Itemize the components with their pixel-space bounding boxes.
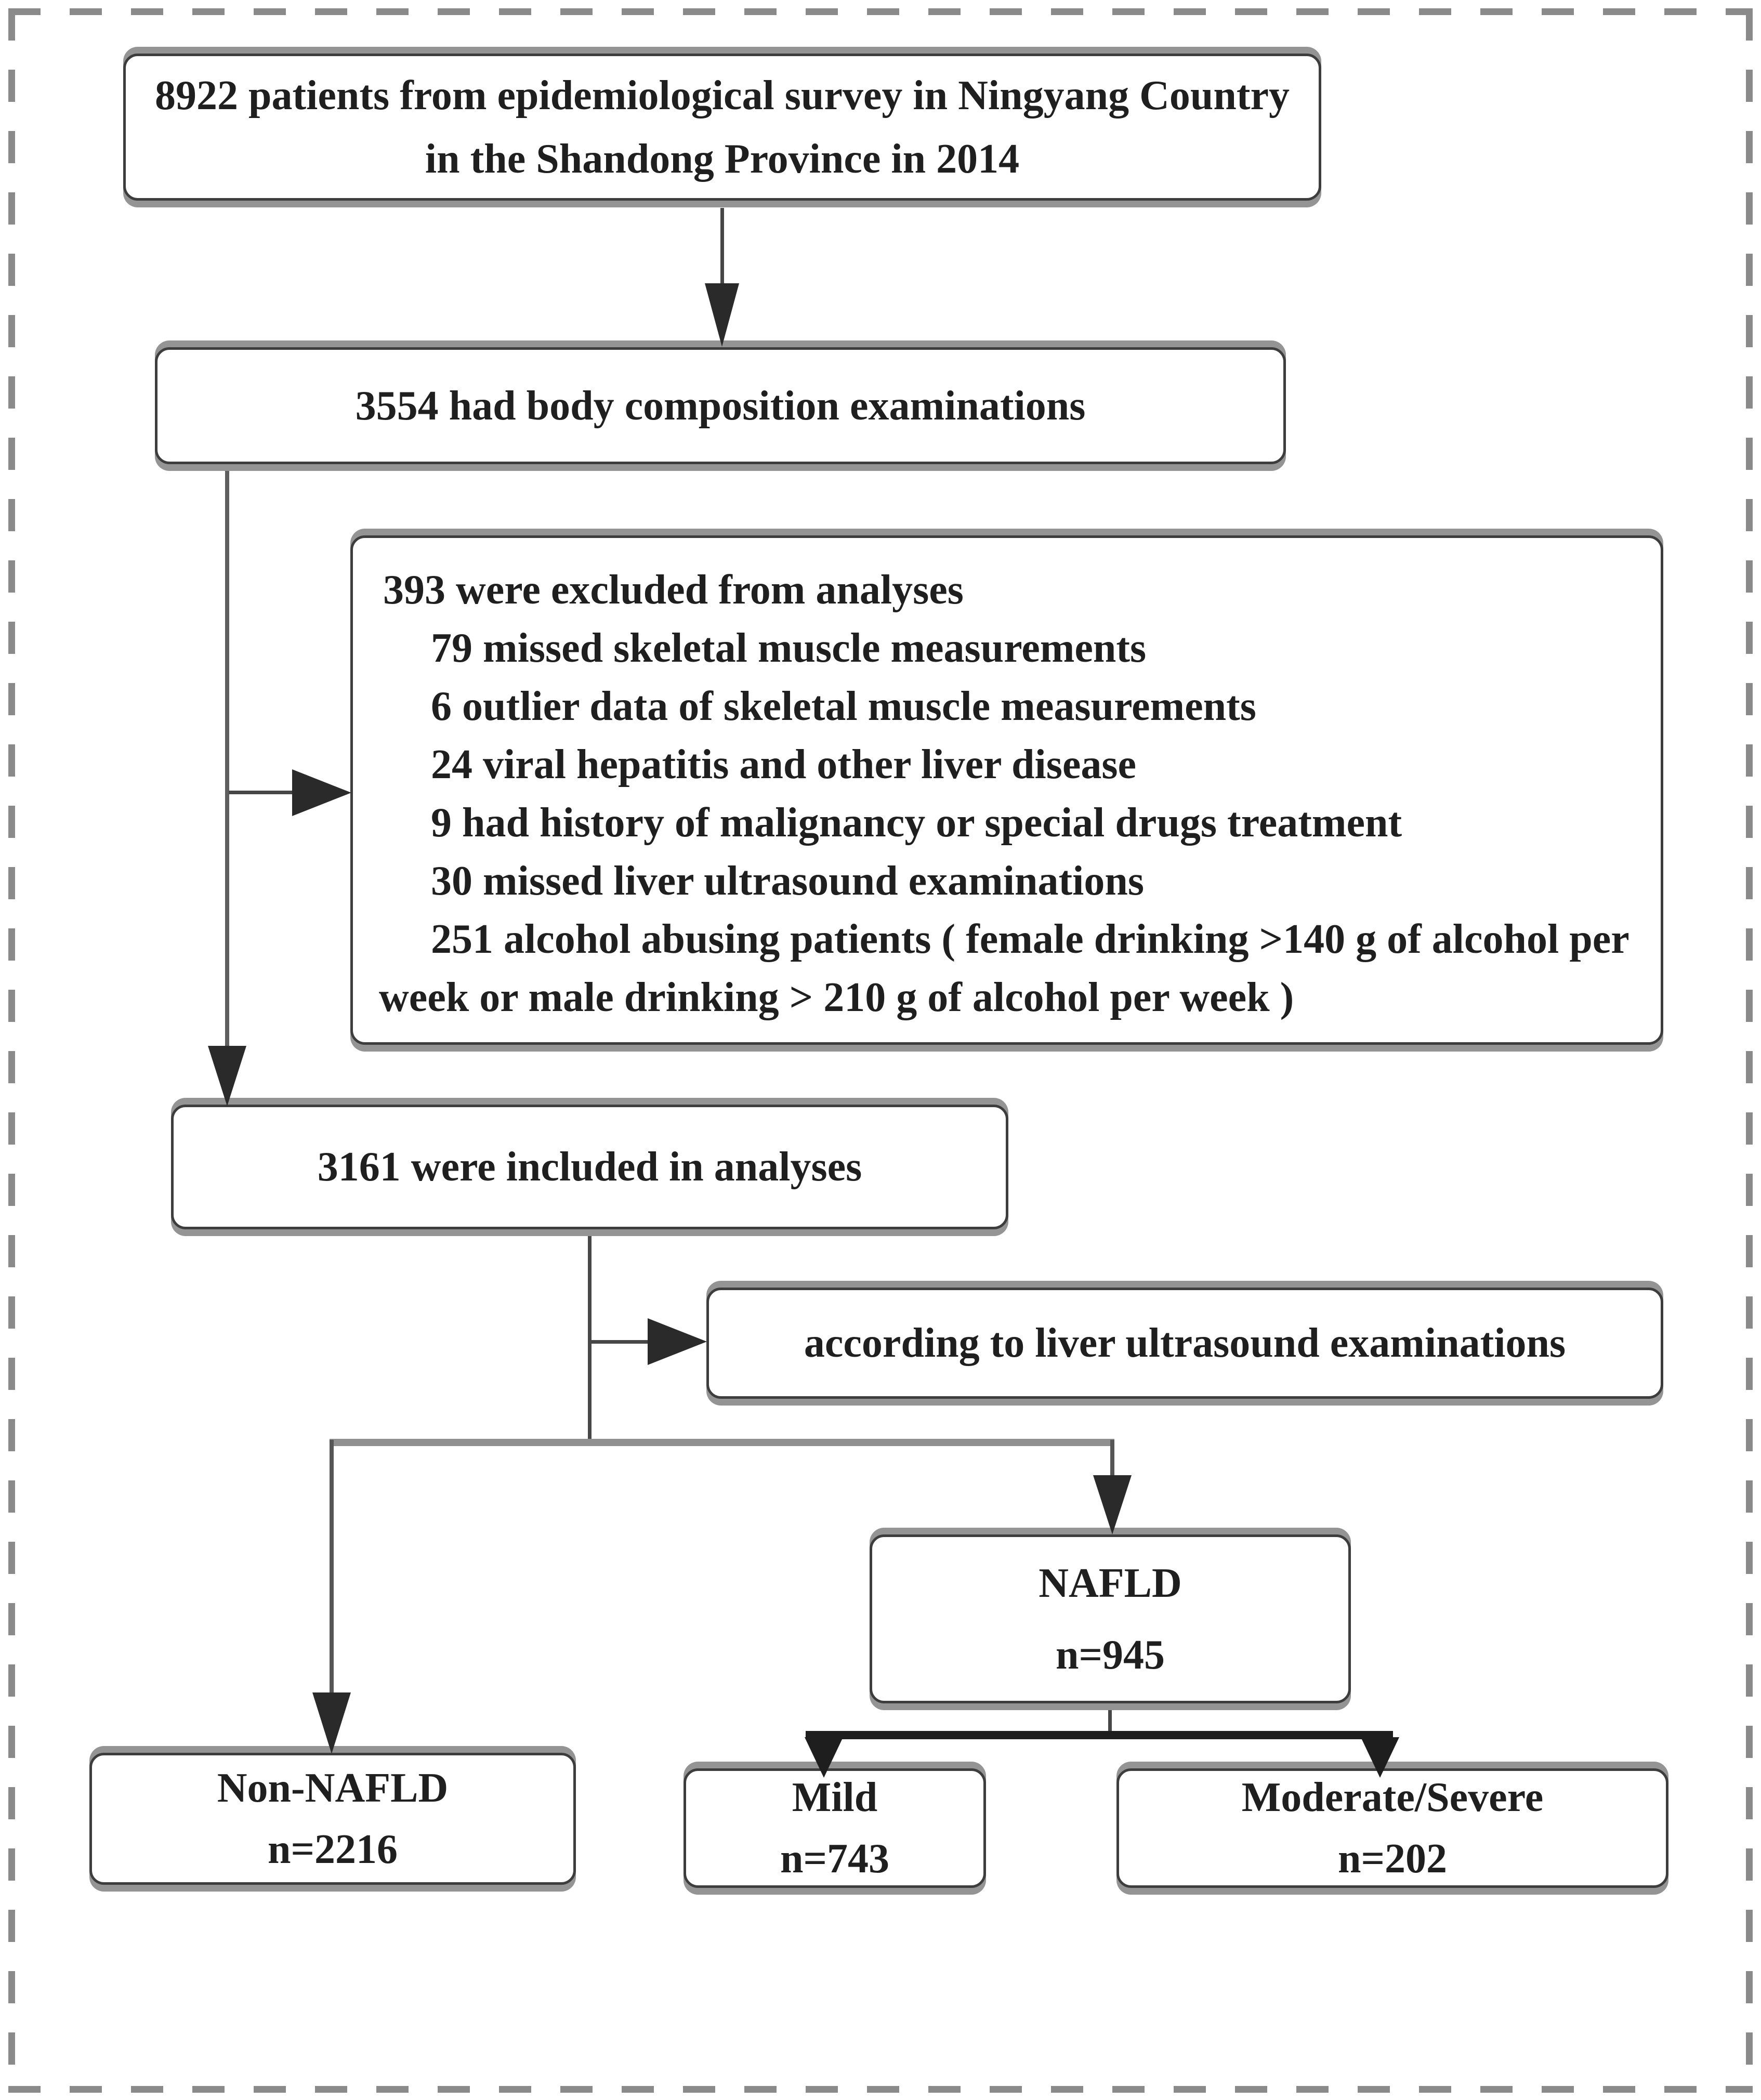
arrowhead-to-exclusions [292,769,351,816]
dashed-frame-right [1746,8,1753,2093]
arrowhead-to-non-nafld [312,1692,351,1754]
included-label: 3161 were included in analyses [317,1144,862,1190]
arrowhead-to-nafld [1093,1475,1132,1534]
box-exclusions: 393 were excluded from analyses 79 misse… [350,535,1663,1045]
dashed-frame-bottom [8,2086,1753,2093]
line-survey-to-bodycomp [720,208,724,288]
excluded-item: 251 alcohol abusing patients ( female dr… [379,916,1629,1020]
excluded-title: 393 were excluded from analyses [383,567,964,613]
box-nafld: NAFLD n=945 [870,1534,1351,1703]
box-non-nafld: Non-NAFLD n=2216 [89,1753,576,1885]
excluded-item: 24 viral hepatitis and other liver disea… [431,742,1137,788]
non-nafld-label: Non-NAFLD [217,1765,449,1811]
arrowhead-to-moderate-severe [1361,1737,1399,1778]
line-branch-to-ultrasound [592,1340,651,1344]
arrowhead-to-bodycomp [705,283,739,347]
survey-label: 8922 patients from epidemiological surve… [154,72,1290,182]
non-nafld-count: n=2216 [267,1827,398,1872]
excluded-item: 6 outlier data of skeletal muscle measur… [431,684,1256,729]
line-split-horizontal [330,1439,1114,1446]
nafld-count: n=945 [1055,1632,1165,1678]
line-to-nafld [1110,1440,1114,1478]
dashed-frame-top [8,8,1753,15]
moderate-severe-count: n=202 [1337,1836,1448,1882]
dashed-frame-left [8,8,15,2093]
arrowhead-to-mild [805,1737,843,1778]
box-included: 3161 were included in analyses [171,1105,1008,1229]
moderate-severe-label: Moderate/Severe [1241,1775,1544,1820]
line-branch-to-exclusions [229,791,299,794]
box-ultrasound-criteria: according to liver ultrasound examinatio… [706,1288,1663,1399]
box-moderate-severe: Moderate/Severe n=202 [1116,1768,1668,1888]
excluded-item: 30 missed liver ultrasound examinations [431,858,1144,904]
excluded-item: 79 missed skeletal muscle measurements [431,625,1147,671]
box-body-composition: 3554 had body composition examinations [155,347,1286,464]
arrowhead-to-included [208,1046,246,1106]
body-composition-label: 3554 had body composition examinations [355,383,1086,429]
line-included-down [588,1235,592,1442]
line-bodycomp-to-included [225,464,229,1058]
line-to-non-nafld [330,1440,334,1696]
line-nafld-split-horizontal [806,1731,1393,1739]
mild-count: n=743 [780,1836,890,1882]
box-survey-population: 8922 patients from epidemiological surve… [123,54,1321,201]
line-nafld-down [1108,1706,1112,1735]
excluded-item: 9 had history of malignancy or special d… [431,800,1402,846]
nafld-label: NAFLD [1039,1560,1182,1606]
arrowhead-to-ultrasound [648,1318,707,1365]
mild-label: Mild [792,1775,878,1820]
box-mild: Mild n=743 [684,1768,986,1888]
ultrasound-label: according to liver ultrasound examinatio… [804,1320,1566,1366]
